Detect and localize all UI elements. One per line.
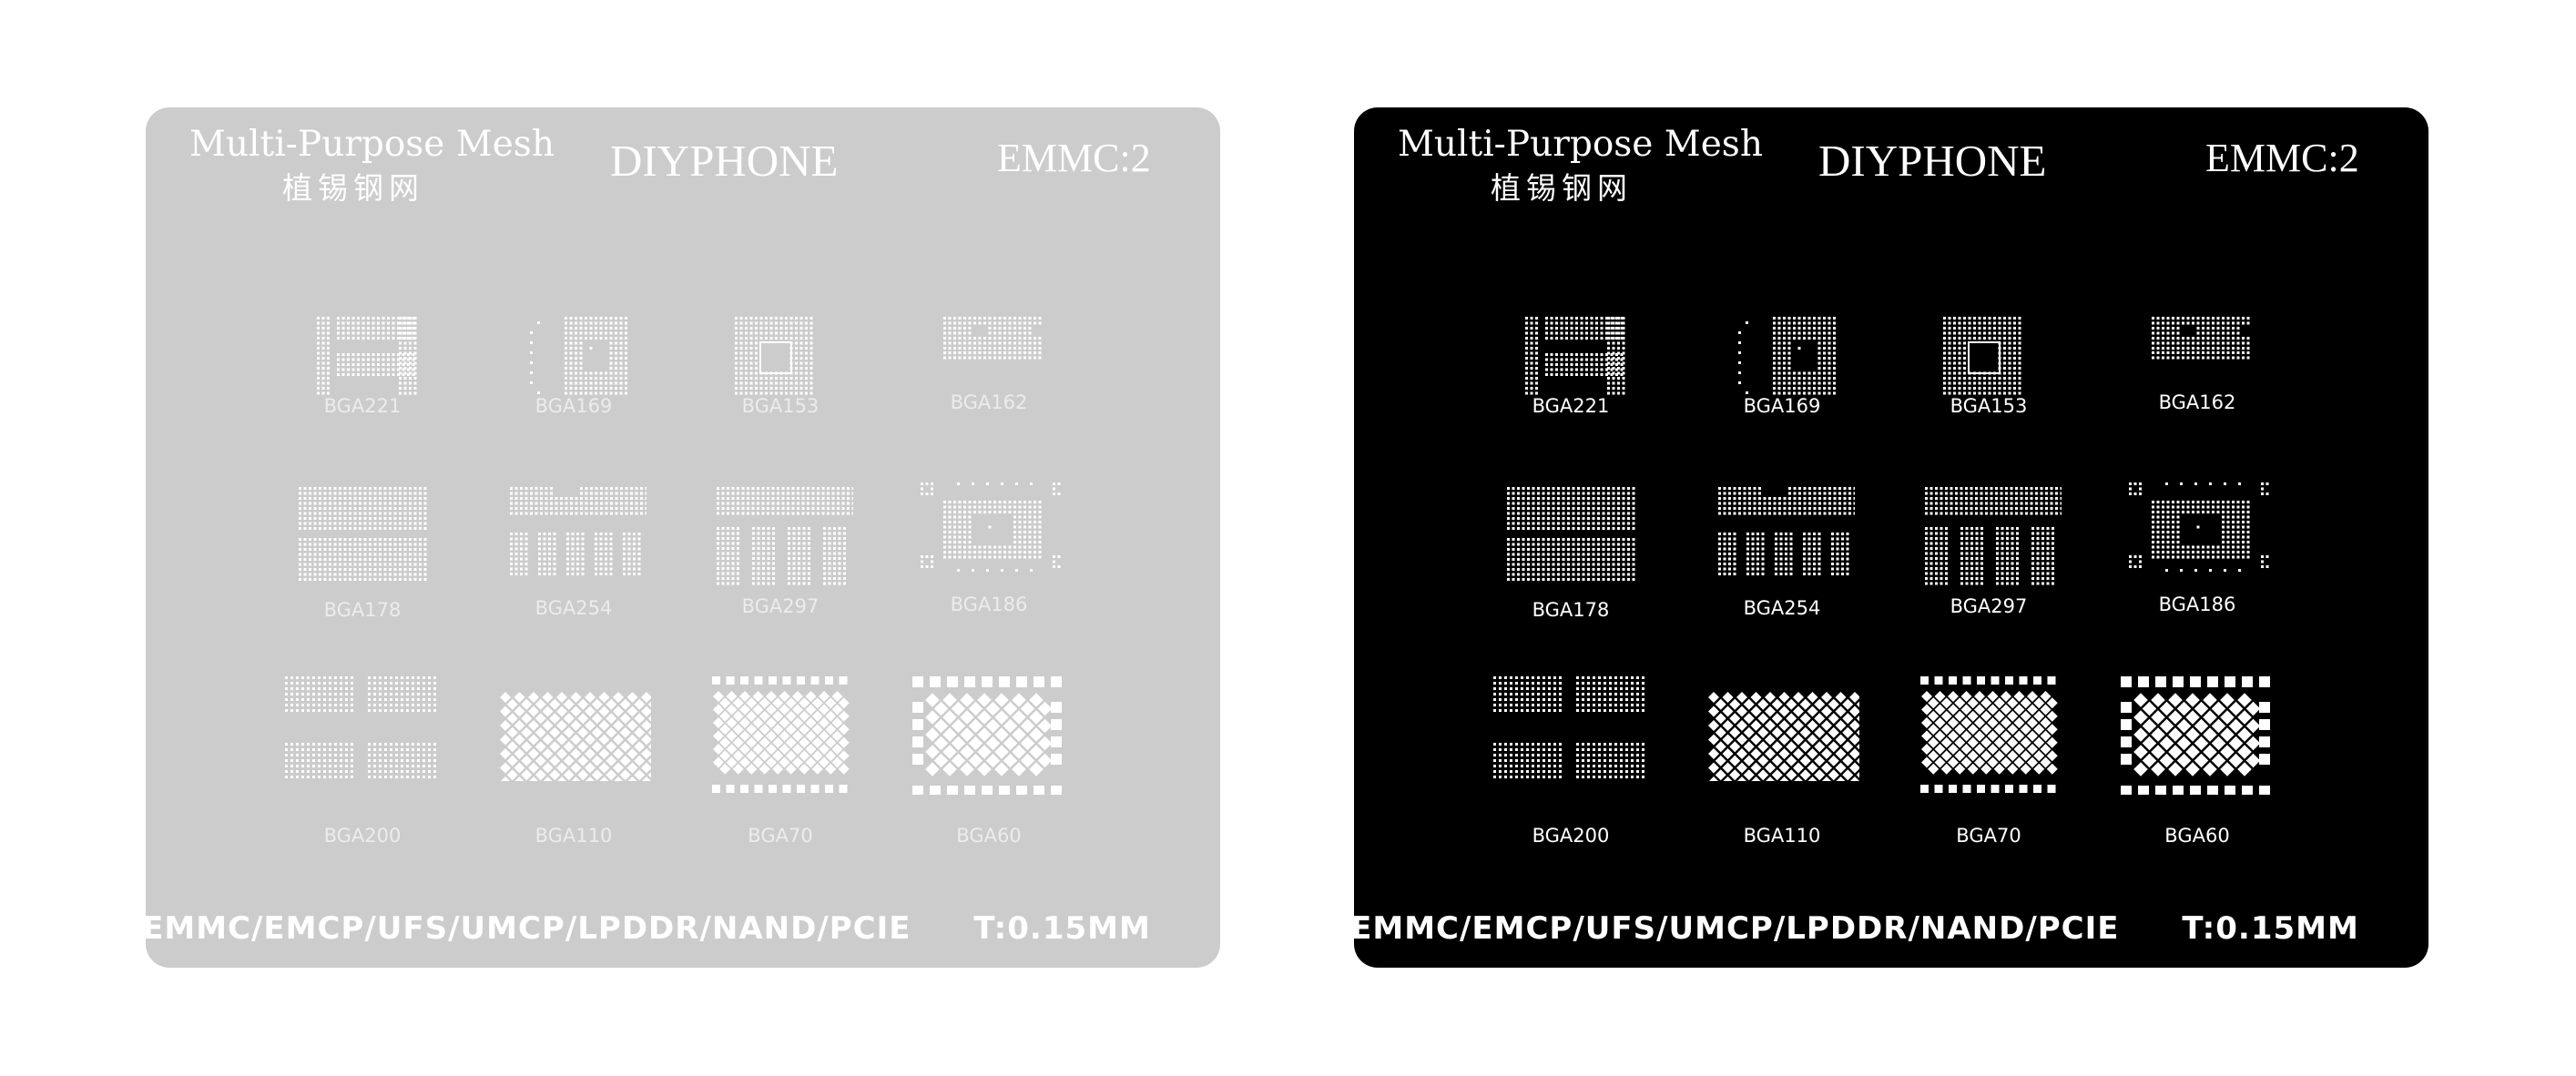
bga-label: BGA60 — [956, 825, 1022, 847]
bga-pattern-bga169 — [1691, 262, 1873, 444]
bga-label: BGA221 — [1532, 395, 1610, 417]
bga-pattern-bga70 — [689, 645, 871, 827]
bga-label: BGA178 — [323, 599, 402, 621]
pattern-graphic — [1920, 676, 2058, 793]
bga-label: BGA169 — [535, 395, 613, 417]
pattern-graphic — [530, 317, 627, 395]
bga-pattern-bga297 — [689, 446, 871, 628]
brand-name: DIYPHONE — [610, 136, 839, 186]
bga-label: BGA186 — [950, 594, 1028, 615]
bga-pattern-bga153 — [1898, 262, 2080, 444]
pattern-graphic — [735, 317, 813, 395]
pattern-graphic — [299, 487, 427, 581]
pattern-graphic — [1925, 487, 2062, 585]
pattern-graphic — [1507, 487, 1635, 581]
footer: EMMC/EMCP/UFS/UMCP/LPDDR/NAND/PCIE T:0.1… — [109, 910, 1184, 947]
pattern-graphic — [717, 487, 853, 585]
bga-label: BGA70 — [748, 825, 813, 847]
bga-pattern-bga254 — [1691, 446, 1873, 628]
bga-pattern-bga200 — [271, 645, 453, 827]
bga-label: BGA254 — [1743, 597, 1821, 619]
bga-pattern-bga186 — [898, 446, 1080, 628]
bga-label: BGA297 — [1950, 595, 2028, 617]
pattern-graphic — [499, 691, 651, 781]
pattern-graphic — [1943, 317, 2021, 395]
bga-pattern-bga169 — [483, 262, 665, 444]
bga-label: BGA221 — [323, 395, 402, 417]
pattern-graphic — [921, 482, 1061, 572]
bga-label: BGA178 — [1532, 599, 1610, 621]
pattern-graphic — [943, 317, 1042, 360]
pattern-graphic — [510, 487, 647, 575]
bga-label: BGA153 — [741, 395, 820, 417]
brand-english: Multi-Purpose Mesh — [189, 124, 555, 165]
stencil-light: Multi-Purpose Mesh 植锡钢网 DIYPHONE EMMC:2 … — [142, 107, 1220, 968]
bga-pattern-bga297 — [1898, 446, 2080, 628]
bga-label: BGA200 — [323, 825, 402, 847]
bga-pattern-bga153 — [689, 262, 871, 444]
bga-pattern-bga178 — [271, 446, 453, 628]
pattern-graphic — [911, 676, 1062, 795]
bga-pattern-bga254 — [483, 446, 665, 628]
footer-thickness: T:0.15MM — [973, 910, 1151, 947]
bga-pattern-bga110 — [1691, 645, 1873, 827]
bga-pattern-bga178 — [1480, 446, 1662, 628]
pattern-graphic — [317, 317, 417, 395]
bga-pattern-bga70 — [1898, 645, 2080, 827]
bga-label: BGA110 — [535, 825, 613, 847]
footer-thickness: T:0.15MM — [2182, 910, 2359, 947]
bga-label: BGA60 — [2164, 825, 2230, 847]
model-number: EMMC:2 — [2205, 136, 2359, 180]
brand-chinese: 植锡钢网 — [282, 170, 424, 206]
brand-chinese: 植锡钢网 — [1491, 170, 1633, 206]
bga-pattern-bga60 — [2106, 645, 2288, 827]
bga-pattern-bga200 — [1480, 645, 1662, 827]
stencil-dark: Multi-Purpose Mesh 植锡钢网 DIYPHONE EMMC:2 … — [1350, 107, 2428, 968]
pattern-graphic — [2129, 482, 2269, 572]
bga-pattern-bga162 — [898, 262, 1080, 444]
bga-pattern-bga60 — [898, 645, 1080, 827]
pattern-graphic — [2120, 676, 2270, 795]
bga-label: BGA254 — [535, 597, 613, 619]
pattern-graphic — [2152, 317, 2250, 360]
pattern-graphic — [1493, 676, 1644, 778]
pattern-graphic — [1525, 317, 1625, 395]
bga-label: BGA162 — [2158, 391, 2236, 413]
footer-types: EMMC/EMCP/UFS/UMCP/LPDDR/NAND/PCIE — [142, 910, 911, 947]
bga-label: BGA162 — [950, 391, 1028, 413]
pattern-graphic — [712, 676, 850, 793]
bga-label: BGA186 — [2158, 594, 2236, 615]
pattern-graphic — [285, 676, 436, 778]
pattern-graphic — [1738, 317, 1836, 395]
bga-label: BGA169 — [1743, 395, 1821, 417]
bga-label: BGA110 — [1743, 825, 1821, 847]
bga-pattern-bga221 — [271, 262, 453, 444]
footer: EMMC/EMCP/UFS/UMCP/LPDDR/NAND/PCIE T:0.1… — [1318, 910, 2392, 947]
bga-label: BGA153 — [1950, 395, 2028, 417]
model-number: EMMC:2 — [997, 136, 1151, 180]
pattern-graphic — [1718, 487, 1855, 575]
brand-english: Multi-Purpose Mesh — [1398, 124, 1763, 165]
footer-types: EMMC/EMCP/UFS/UMCP/LPDDR/NAND/PCIE — [1350, 910, 2120, 947]
bga-pattern-bga162 — [2106, 262, 2288, 444]
bga-pattern-bga110 — [483, 645, 665, 827]
bga-pattern-bga221 — [1480, 262, 1662, 444]
bga-label: BGA200 — [1532, 825, 1610, 847]
bga-label: BGA297 — [741, 595, 820, 617]
bga-label: BGA70 — [1956, 825, 2021, 847]
brand-name: DIYPHONE — [1818, 136, 2047, 186]
pattern-graphic — [1707, 691, 1859, 781]
bga-pattern-bga186 — [2106, 446, 2288, 628]
